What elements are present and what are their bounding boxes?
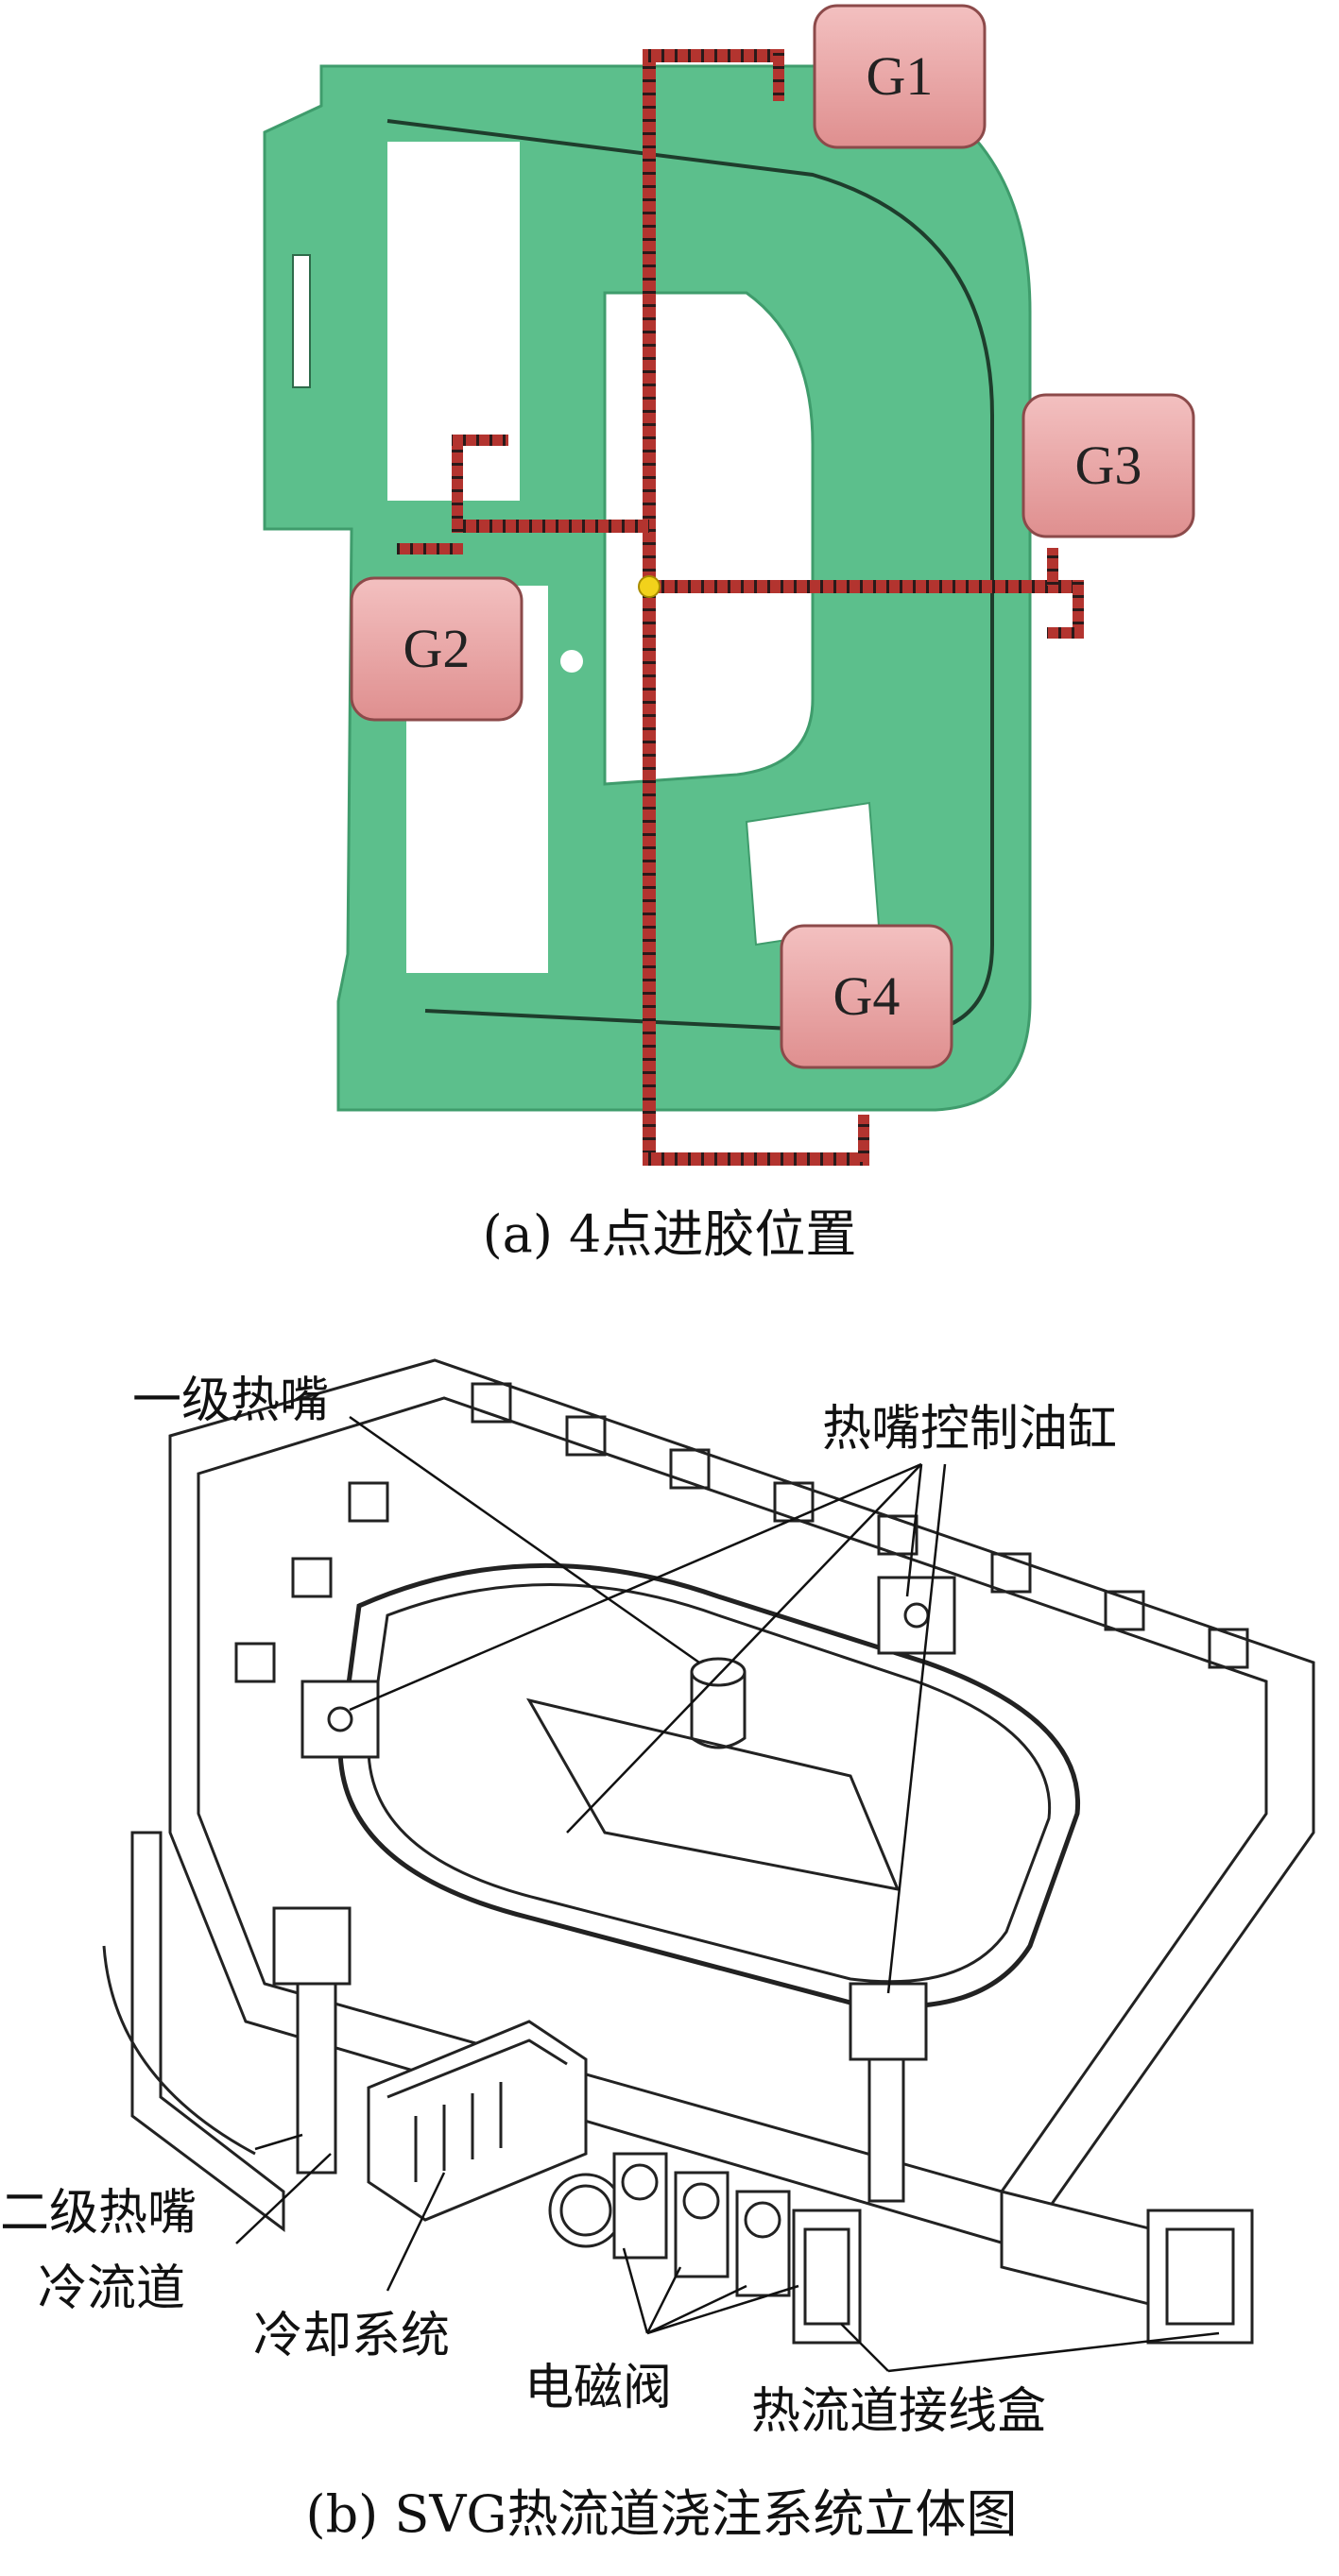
figure-a-caption: (a) 4点进胶位置 <box>482 1204 857 1264</box>
mechanical-drawing <box>102 1358 1315 2345</box>
sprue-dot <box>638 575 661 598</box>
gate-label-g1: G1 <box>867 45 934 107</box>
gate-label-g2: G2 <box>403 618 471 679</box>
callout-solenoid-valve: 电磁阀 <box>524 2360 672 2416</box>
callout-secondary-nozzle: 二级热嘴 <box>0 2185 197 2242</box>
callout-junction-box: 热流道接线盒 <box>751 2383 1046 2440</box>
gate-label-g3: G3 <box>1075 435 1142 496</box>
callout-leaders <box>235 1415 1220 2373</box>
callout-nozzle-cylinder: 热嘴控制油缸 <box>822 1401 1117 1458</box>
gate-layout-diagram: G1 G2 G3 G4 (a) 4点进胶位置 <box>263 4 1195 1166</box>
gate-g4: G4 <box>780 924 953 1069</box>
figure-b-caption: (b) SVG热流道浇注系统立体图 <box>306 2484 1018 2544</box>
callout-cold-runner: 冷流道 <box>38 2260 185 2317</box>
gate-g1: G1 <box>813 4 987 149</box>
hot-runner-3d-drawing: 一级热嘴 热嘴控制油缸 二级热嘴 冷流道 冷却系统 电磁阀 热流道接线盒 (b)… <box>0 1358 1315 2544</box>
gate-label-g4: G4 <box>833 965 901 1027</box>
figure-a: G1 G2 G3 G4 (a) 4点进胶位置 <box>0 0 1339 1219</box>
callout-cooling-system: 冷却系统 <box>253 2308 450 2364</box>
runner-system <box>397 49 1084 1166</box>
gate-g2: G2 <box>350 576 524 722</box>
figure-b: 一级热嘴 热嘴控制油缸 二级热嘴 冷流道 冷却系统 电磁阀 热流道接线盒 (b)… <box>0 1304 1339 2576</box>
gate-g3: G3 <box>1021 393 1195 538</box>
callout-primary-nozzle: 一级热嘴 <box>132 1373 329 1429</box>
